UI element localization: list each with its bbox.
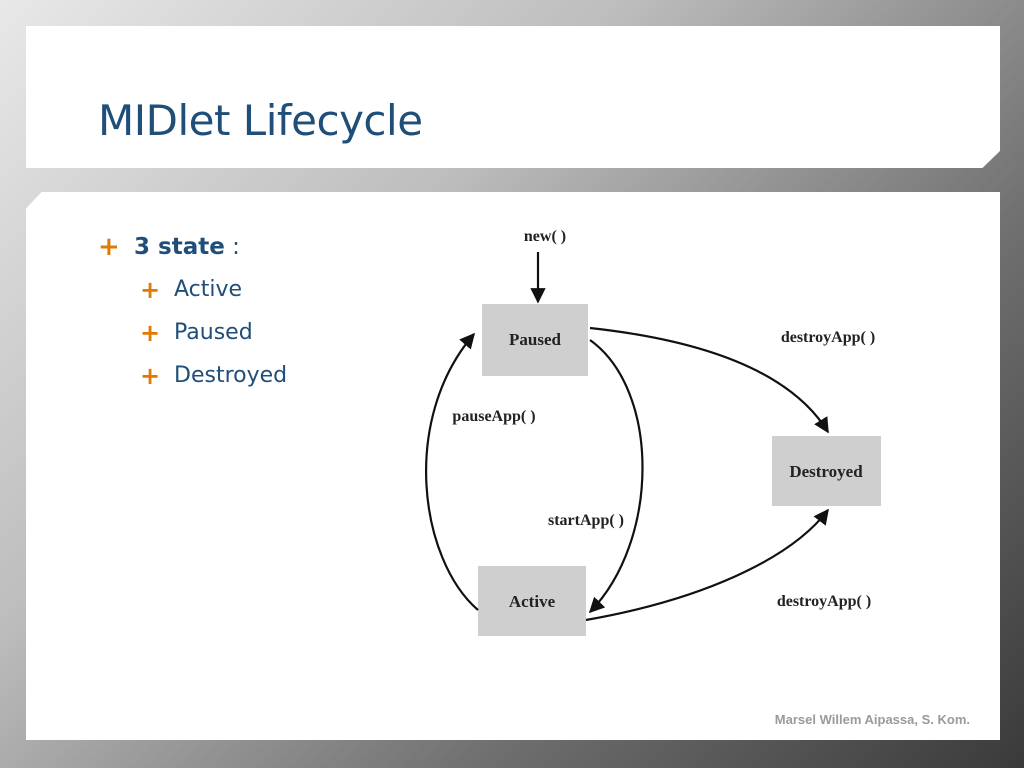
bullet-item: + 3 state : <box>98 226 287 268</box>
arrow-paused-to-destroyed <box>589 326 829 434</box>
transition-label-new: new( ) <box>524 228 566 245</box>
transition-label-start: startApp( ) <box>548 512 624 529</box>
arrow-pause-app <box>425 332 479 611</box>
plus-icon: + <box>140 361 161 390</box>
sub-bullet-item: + Active <box>140 268 287 311</box>
transition-label-destroy-from-paused: destroyApp( ) <box>781 329 875 346</box>
state-box-destroyed <box>772 436 881 506</box>
sub-bullet-item: + Destroyed <box>140 354 287 397</box>
arrow-start-app <box>588 339 644 614</box>
bullet-text: 3 state : <box>134 234 240 260</box>
state-box-active <box>478 566 586 636</box>
plus-icon: + <box>98 232 120 262</box>
sub-bullet-text: Active <box>174 277 243 302</box>
state-box-paused <box>482 304 588 376</box>
footer-author: Marsel Willem Aipassa, S. Kom. <box>774 712 970 727</box>
plus-icon: + <box>140 275 161 304</box>
state-label-destroyed: Destroyed <box>789 462 863 481</box>
state-label-paused: Paused <box>509 330 562 349</box>
sub-bullet-text: Paused <box>174 320 253 345</box>
transition-label-destroy-from-active: destroyApp( ) <box>777 593 871 610</box>
arrow-active-to-destroyed <box>585 508 829 622</box>
state-label-active: Active <box>509 592 556 611</box>
slide-title: MIDlet Lifecycle <box>98 96 423 145</box>
bullet-rest: : <box>224 234 240 260</box>
title-panel <box>26 26 1000 168</box>
plus-icon: + <box>140 318 161 347</box>
transition-label-pause: pauseApp( ) <box>452 408 535 425</box>
sub-bullet-text: Destroyed <box>174 363 288 388</box>
sub-bullet-item: + Paused <box>140 311 287 354</box>
bullet-list: + 3 state : + Active + Paused + Destroye… <box>98 226 287 397</box>
bullet-strong: 3 state <box>134 234 225 260</box>
